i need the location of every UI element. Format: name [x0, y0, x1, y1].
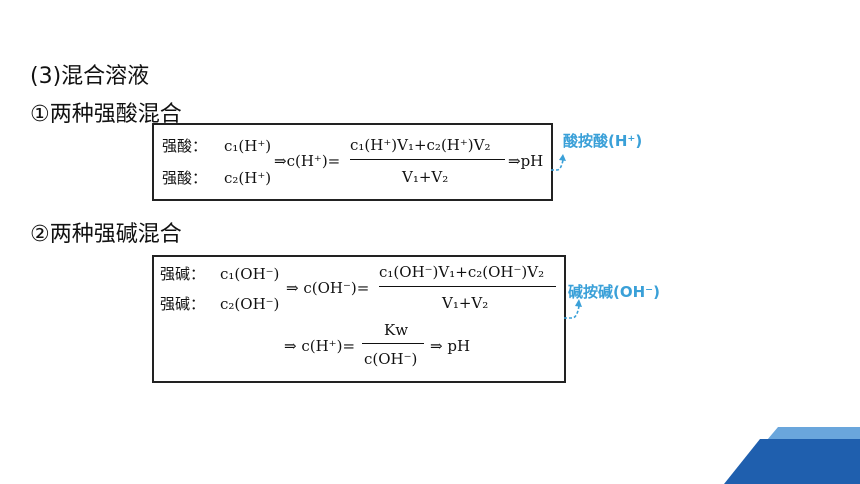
base-lhs2: ⇒ c(H⁺)=	[284, 337, 356, 355]
acid-row1-label: 强酸：	[162, 137, 208, 155]
acid-note-arrow-icon	[551, 154, 566, 171]
acid-denominator: V₁+V₂	[402, 168, 449, 186]
base-row2-label: 强碱：	[160, 295, 206, 313]
base-row1-variable: c₁(OH⁻)	[220, 265, 280, 283]
section-heading: (3)混合溶液	[30, 64, 150, 89]
base-denominator: V₁+V₂	[442, 294, 489, 312]
acid-lhs: ⇒c(H⁺)=	[274, 152, 341, 170]
base-note-arrow-icon	[564, 299, 582, 319]
base-fraction-line2	[362, 343, 424, 345]
base-fraction-line	[379, 286, 556, 288]
base-result: ⇒ pH	[430, 337, 471, 355]
acid-result: ⇒pH	[508, 152, 544, 170]
corner-decoration	[724, 427, 860, 484]
base-row2-variable: c₂(OH⁻)	[220, 295, 280, 313]
base-row1-label: 强碱：	[160, 265, 206, 283]
base-lhs: ⇒ c(OH⁻)=	[286, 279, 370, 297]
base-note: 碱按碱(OH⁻)	[568, 283, 660, 301]
base-formula-box: 强碱： c₁(OH⁻) 强碱： c₂(OH⁻) ⇒ c(OH⁻)= c₁(OH⁻…	[152, 255, 566, 383]
base-numerator: c₁(OH⁻)V₁+c₂(OH⁻)V₂	[379, 263, 545, 281]
base-numerator2: Kw	[384, 321, 409, 339]
acid-row2-label: 强酸：	[162, 169, 208, 187]
acid-note: 酸按酸(H⁺)	[563, 132, 643, 150]
base-mix-heading: ②两种强碱混合	[30, 222, 182, 247]
acid-row2-variable: c₂(H⁺)	[224, 169, 272, 187]
acid-formula-box: 强酸： c₁(H⁺) 强酸： c₂(H⁺) ⇒c(H⁺)= c₁(H⁺)V₁+c…	[152, 123, 553, 201]
acid-mix-heading: ①两种强酸混合	[30, 102, 182, 127]
acid-numerator: c₁(H⁺)V₁+c₂(H⁺)V₂	[350, 136, 491, 154]
acid-row1-variable: c₁(H⁺)	[224, 137, 272, 155]
base-denominator2: c(OH⁻)	[364, 350, 418, 368]
acid-fraction-line	[350, 159, 505, 161]
